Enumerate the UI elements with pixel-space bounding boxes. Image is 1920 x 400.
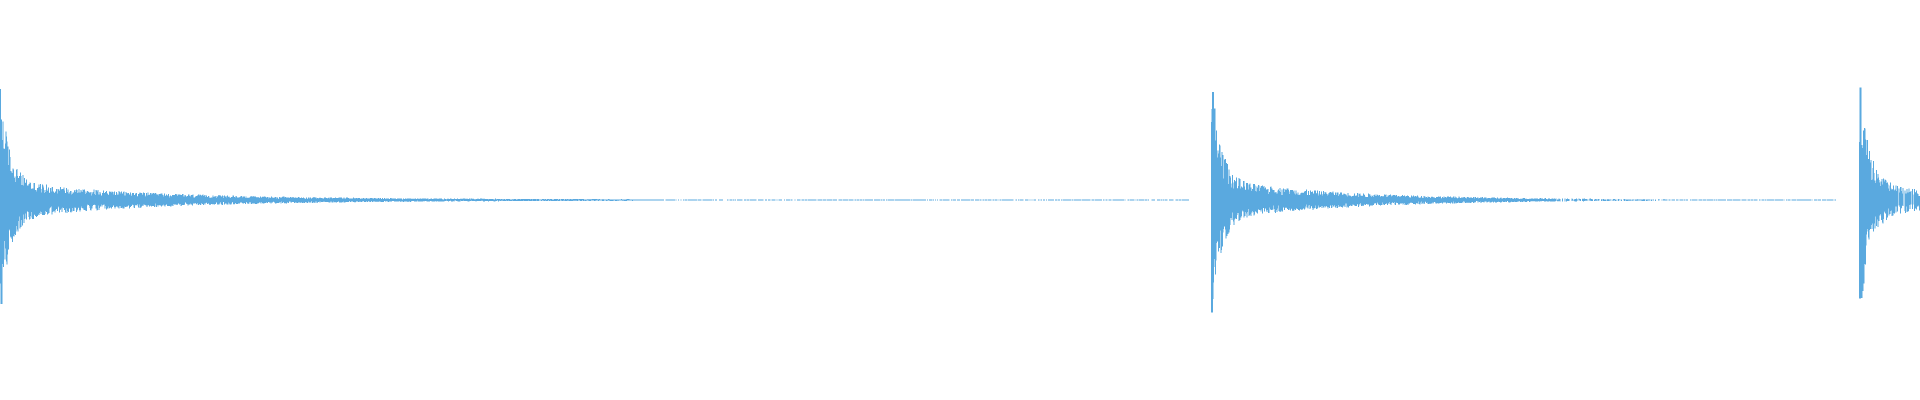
- waveform-hit-3: [1859, 87, 1920, 299]
- waveform-hit-1: [0, 89, 1189, 305]
- waveform-samples: [0, 87, 1920, 313]
- waveform-hit-2: [1211, 91, 1836, 313]
